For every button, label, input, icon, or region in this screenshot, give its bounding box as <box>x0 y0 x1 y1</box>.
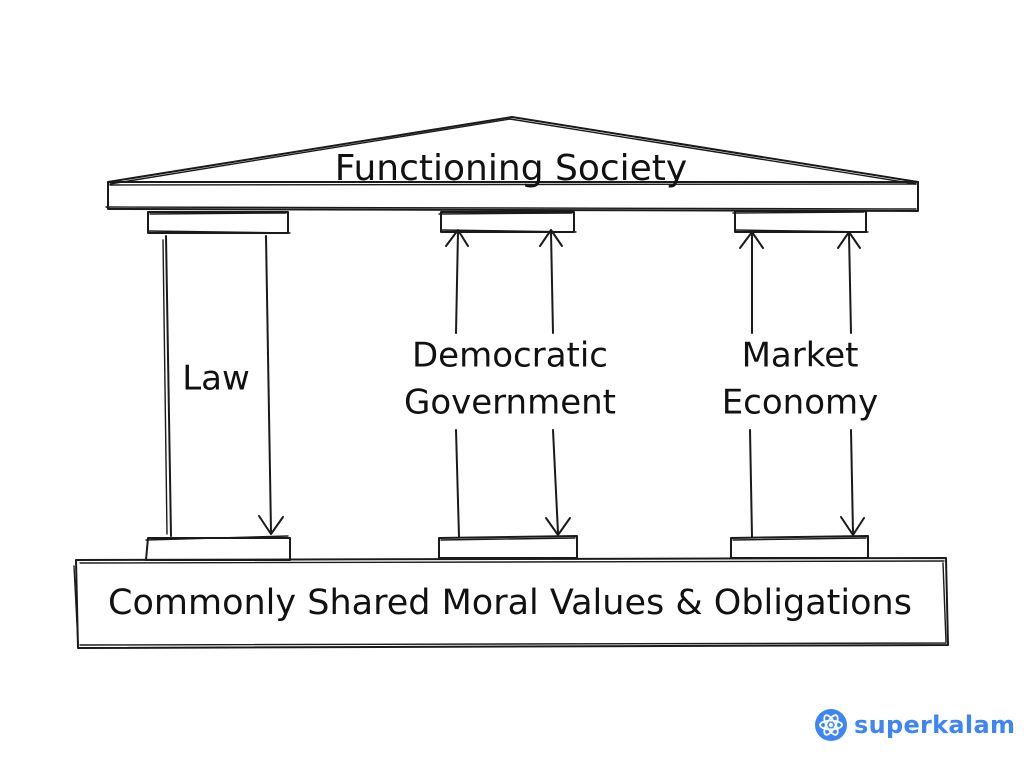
pillar-market-economy: Market Economy <box>722 210 879 559</box>
pillar-democratic-government-label-1: Democratic <box>412 336 608 376</box>
brand-logo: superkalam <box>814 708 1015 742</box>
roof: Functioning Society <box>105 116 919 212</box>
pillar-law: Law <box>145 211 291 561</box>
atom-icon <box>815 709 847 741</box>
pillar-democratic-government-label-2: Government <box>404 383 616 423</box>
pillar-market-economy-label-1: Market <box>742 336 859 376</box>
foundation: Commonly Shared Moral Values & Obligatio… <box>73 557 949 649</box>
foundation-label: Commonly Shared Moral Values & Obligatio… <box>108 583 912 623</box>
pillar-market-economy-label-2: Economy <box>722 383 879 423</box>
brand-name: superkalam <box>854 711 1016 739</box>
pillar-law-label: Law <box>182 359 250 399</box>
roof-label: Functioning Society <box>335 148 687 189</box>
pillar-democratic-government: Democratic Government <box>404 211 616 559</box>
